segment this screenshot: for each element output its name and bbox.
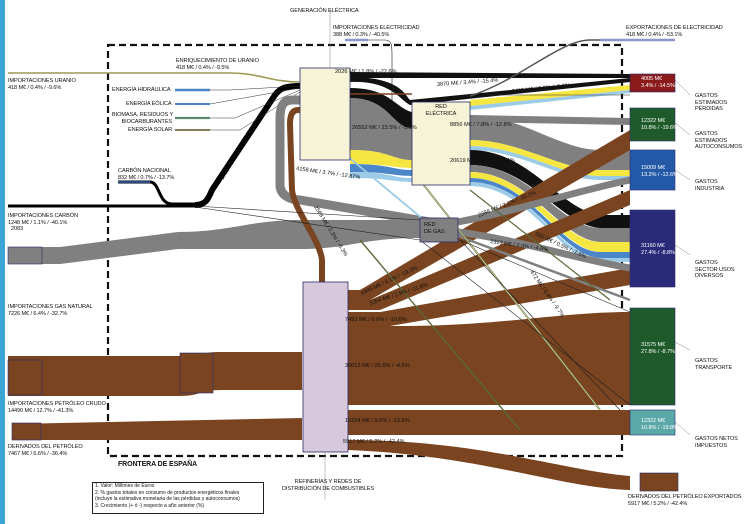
taxes-label: GASTOS NETOS IMPUESTOS	[695, 436, 738, 449]
oil-derivatives-label: DERIVADOS DEL PETRÓLEO 7467 M€ / 6.6% / …	[8, 444, 83, 457]
industry-label: GASTOS INDUSTRIA	[695, 179, 725, 192]
legend-line-2: 2. % gastos totales en consumo de produc…	[95, 489, 240, 496]
gas-source-box	[7, 246, 43, 265]
crude-source-box	[7, 359, 43, 396]
losses-box	[629, 73, 676, 93]
flow-oil-derivatives	[12, 418, 302, 440]
wind-label: ENERGÍA EÓLICA	[126, 101, 172, 107]
taxes-box-text: 12322 M€ 10.8% / -19.8%	[641, 418, 678, 431]
flow-label-gen-to-grid-top: 3870 M€ / 3.4% / -15.4%	[437, 78, 499, 88]
industry-box	[629, 149, 676, 191]
flow-label-ref-out-4: 30013 M€ / 26.5% / -4.6%	[345, 363, 410, 369]
various-uses-box-text: 31160 M€ 27.4% / -8.8%	[641, 243, 675, 256]
border-label: FRONTERA DE ESPAÑA	[118, 461, 198, 468]
derivatives-source-box	[11, 422, 42, 441]
flow-gen-top	[350, 72, 630, 78]
flow-label-ref-out-6: 5917 M€ / 5.2% / -42.4%	[343, 439, 405, 445]
solar-label: ENERGÍA SOLAR	[128, 127, 173, 133]
industry-box-text: 15009 M€ 13.2% / -12.6%	[641, 165, 678, 178]
transport-box-text: 31575 M€ 27.8% / -8.7%	[641, 342, 675, 355]
biomass-label: BIOMASA, RESIDUOS Y BIOCARBURANTES	[112, 112, 174, 125]
transport-label: GASTOS TRANSPORTE	[695, 358, 733, 371]
flow-coal-national	[118, 180, 195, 206]
various-uses-box	[629, 209, 676, 288]
transport-box	[629, 307, 676, 406]
gas-grid-node	[419, 217, 459, 243]
flow-label-gen-top: 2026 M€ / 1.8% / -22.6%	[335, 69, 397, 75]
coal-imports-label: IMPORTACIONES CARBÓN 1248 M€ / 1.1% / -4…	[8, 213, 78, 233]
electricity-exports-label: EXPORTACIONES DE ELECTRICIDAD 418 M€ / 0…	[626, 25, 723, 38]
losses-box-text: 4005 M€ 3.4% / -14.5%	[641, 76, 675, 89]
electricity-imports-label: IMPORTACIONES ELECTRICIDAD 388 M€ / 0.3%…	[333, 25, 420, 38]
self-consumption-label: GASTOS ESTIMADOS AUTOCONSUMOS	[695, 131, 743, 151]
generation-node	[299, 67, 351, 161]
uranium-imports-label: IMPORTACIONES URANIO 418 M€ / 0.4% / -9.…	[8, 78, 76, 91]
electric-grid-node	[411, 101, 471, 186]
flow-to-exports	[469, 39, 600, 97]
refinery-node	[302, 281, 349, 453]
flow-label-gen-main: 26552 M€ / 23.5% / -5.8%	[352, 125, 417, 131]
gas-grid-label: RED DE GAS	[424, 222, 445, 235]
flow-label-ref-out-3: 7493 M€ / 6.6% / -10.6%	[345, 317, 407, 323]
taxes-box	[629, 409, 676, 436]
flow-oil-to-gen	[286, 107, 325, 282]
thin-flow-lines	[194, 94, 631, 431]
legend-line-1: 1. Valor: Millones de Euros	[95, 483, 155, 489]
refinery-label: REFINERÍAS Y REDES DE DISTRIBUCIÓN DE CO…	[282, 479, 374, 492]
self-consumption-box	[629, 107, 676, 142]
generation-label: GENERACIÓN ELÉCTRICA	[290, 8, 359, 14]
legend-line-3: (incluye la estimativa monetaria de las …	[95, 496, 240, 502]
coal-national-label: CARBÓN NACIONAL 832 M€ / 0.7% / -13.7%	[118, 168, 175, 181]
legend-line-4: 3. Crecimiento (+ ó -) respecto a año an…	[95, 502, 205, 509]
flow-label-coal-to-gen: 1733 M€ / 1.5% / -12.9%	[220, 126, 258, 181]
hydro-label: ENERGÍA HIDRÁULICA	[112, 87, 171, 93]
various-uses-label: GASTOS SECTOR USOS DIVERSOS	[695, 260, 735, 280]
losses-label: GASTOS ESTIMADOS PÉRDIDAS	[695, 93, 728, 113]
flow-gas-grid-outputs	[457, 176, 631, 302]
oil-exports-label: DERIVADOS DEL PETRÓLEO EXPORTADOS 5917 M…	[628, 494, 742, 507]
gas-imports-label: IMPORTACIONES GAS NATURAL 7226 M€ / 6.4%…	[8, 304, 93, 317]
crude-imports-label: IMPORTACIONES PETRÓLEO CRUDO 14490 M€ / …	[8, 401, 106, 414]
accent-bar	[0, 0, 5, 524]
self-consumption-box-text: 12322 M€ 10.8% / -19.6%	[641, 118, 678, 131]
oil-exports-box	[639, 472, 679, 492]
flow-gen-to-grid	[350, 77, 630, 182]
flow-label-grid-out-1: 8856 M€ / 7.8% / -12.8%	[450, 122, 512, 128]
crude-mid-box	[179, 352, 214, 394]
uranium-enrichment-label: ENRIQUECIMIENTO DE URANIO 418 M€ / 0.4% …	[176, 58, 259, 71]
legend-box: 1. Valor: Millones de Euros 2. % gastos …	[92, 482, 264, 514]
flow-uranium	[8, 72, 301, 83]
flow-crude-oil	[8, 352, 302, 396]
flow-gas-main	[8, 220, 420, 264]
flow-label-grid-out-2: 20619 M€ / 18.1% / -8.4%	[450, 158, 515, 164]
electric-grid-label: RED ELÉCTRICA	[425, 104, 457, 117]
flow-label-ref-out-5: 10224 M€ / 9.0% / -13.6%	[345, 418, 410, 424]
